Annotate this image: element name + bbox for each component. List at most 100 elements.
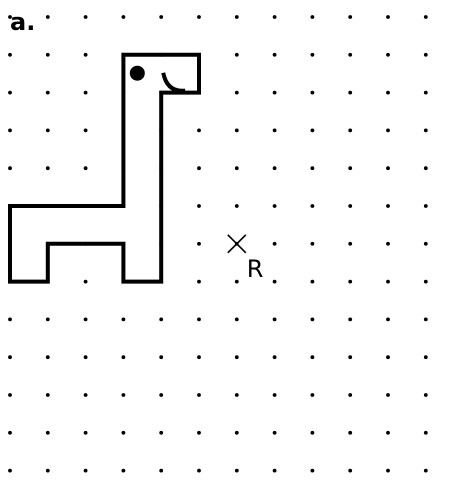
grid-dot [424, 204, 428, 208]
grid-dot [386, 242, 390, 246]
grid-dot [235, 166, 239, 170]
grid-dot [8, 91, 12, 95]
center-of-rotation-marker [228, 235, 246, 253]
grid-dot [424, 166, 428, 170]
grid-dot [311, 166, 315, 170]
grid-dot [235, 393, 239, 397]
grid-dot [122, 318, 126, 322]
grid-dot [311, 318, 315, 322]
grid-dot [424, 53, 428, 57]
grid-dot [386, 318, 390, 322]
grid-dot [46, 15, 50, 19]
grid-dot [424, 129, 428, 133]
grid-dot [348, 280, 352, 284]
grid-dot [273, 53, 277, 57]
grid-dot [273, 318, 277, 322]
grid-dot [424, 91, 428, 95]
grid-dot [122, 15, 126, 19]
giraffe-mouth [163, 73, 185, 91]
grid-dot [122, 469, 126, 473]
grid-dot [424, 15, 428, 19]
grid-dot [273, 280, 277, 284]
grid-dot [386, 469, 390, 473]
grid-dot [159, 469, 163, 473]
grid-dot [424, 355, 428, 359]
grid-dot [46, 355, 50, 359]
grid-dot [197, 15, 201, 19]
center-of-rotation-label: R [247, 255, 264, 283]
grid-dot [8, 355, 12, 359]
grid-dot [159, 318, 163, 322]
grid-dot [348, 318, 352, 322]
grid-dot [311, 355, 315, 359]
grid-dot [46, 129, 50, 133]
grid-dot [84, 91, 88, 95]
grid-dot [348, 431, 352, 435]
grid-dot [386, 393, 390, 397]
grid-dot [46, 53, 50, 57]
grid-dot [424, 242, 428, 246]
grid-dot [386, 280, 390, 284]
grid-dot [235, 53, 239, 57]
grid-dot [348, 355, 352, 359]
grid-dot [348, 53, 352, 57]
grid-dot [197, 129, 201, 133]
grid-dot [8, 431, 12, 435]
grid-dot [273, 166, 277, 170]
grid-dot [159, 431, 163, 435]
grid-dot [197, 469, 201, 473]
grid-dot [273, 15, 277, 19]
grid-dot [386, 91, 390, 95]
grid-dot [273, 204, 277, 208]
grid-dot [348, 15, 352, 19]
grid-dot [348, 129, 352, 133]
grid-dot [348, 393, 352, 397]
grid-dot [311, 204, 315, 208]
grid-dot [84, 166, 88, 170]
grid-dot [273, 431, 277, 435]
grid-dot [8, 318, 12, 322]
grid-dot [348, 469, 352, 473]
grid-dot [46, 469, 50, 473]
grid-dot [311, 91, 315, 95]
grid-dot [386, 53, 390, 57]
grid-dot [386, 431, 390, 435]
grid-dot [46, 166, 50, 170]
grid-dot [235, 355, 239, 359]
grid-dot [159, 355, 163, 359]
grid-dot [348, 204, 352, 208]
grid-dot [311, 53, 315, 57]
grid-dot [424, 280, 428, 284]
grid-dot [424, 469, 428, 473]
grid-dot [84, 469, 88, 473]
grid-dot [348, 166, 352, 170]
grid-dot [84, 15, 88, 19]
grid-dot [122, 355, 126, 359]
grid-dot [84, 129, 88, 133]
grid-dot [235, 129, 239, 133]
grid-dot [46, 91, 50, 95]
grid-dot [84, 431, 88, 435]
grid-dot [84, 280, 88, 284]
grid-dot [235, 280, 239, 284]
grid-dot [386, 15, 390, 19]
grid-dot [386, 166, 390, 170]
grid-dot [348, 91, 352, 95]
grid-dot [311, 242, 315, 246]
grid-dot [386, 204, 390, 208]
grid-dot [8, 393, 12, 397]
grid-dot [46, 318, 50, 322]
grid-dot [311, 431, 315, 435]
grid-dot [311, 129, 315, 133]
grid-dot [235, 469, 239, 473]
grid-dot [8, 469, 12, 473]
grid-dot [159, 15, 163, 19]
grid-dot [197, 166, 201, 170]
grid-dot [311, 15, 315, 19]
grid-dot [197, 355, 201, 359]
grid-dot [273, 355, 277, 359]
grid-dot [273, 91, 277, 95]
grid-dot [8, 53, 12, 57]
grid-dot [235, 318, 239, 322]
